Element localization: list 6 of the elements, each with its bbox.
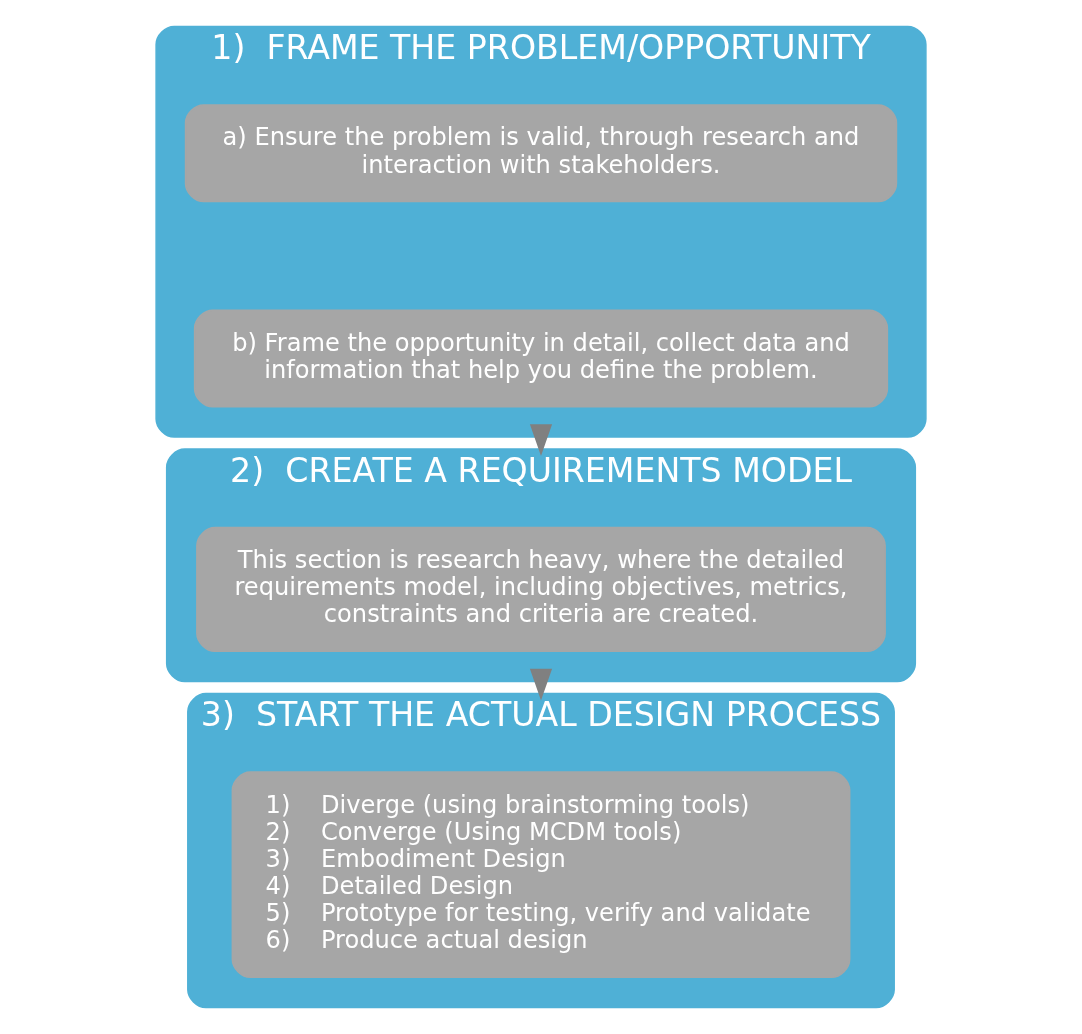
node-box: This section is research heavy, where the detailed requirements model, including objectives, metrics, constraints and criteria are created. bbox=[196, 526, 886, 653]
node-box: 1) Diverge (using brainstorming tools) 2) Converge (Using MCDM tools) 3) Embodiment Design 4) Detailed Design 5) Prototype for testing, verify and validate 6) Produce actual design bbox=[231, 771, 851, 979]
node-box: a) Ensure the problem is valid, through research and interaction with stakeholders. bbox=[184, 104, 898, 203]
arrow bbox=[529, 668, 553, 701]
arrow bbox=[529, 424, 553, 456]
node-box: b) Frame the opportunity in detail, collect data and information that help you define the problem. bbox=[193, 309, 889, 408]
